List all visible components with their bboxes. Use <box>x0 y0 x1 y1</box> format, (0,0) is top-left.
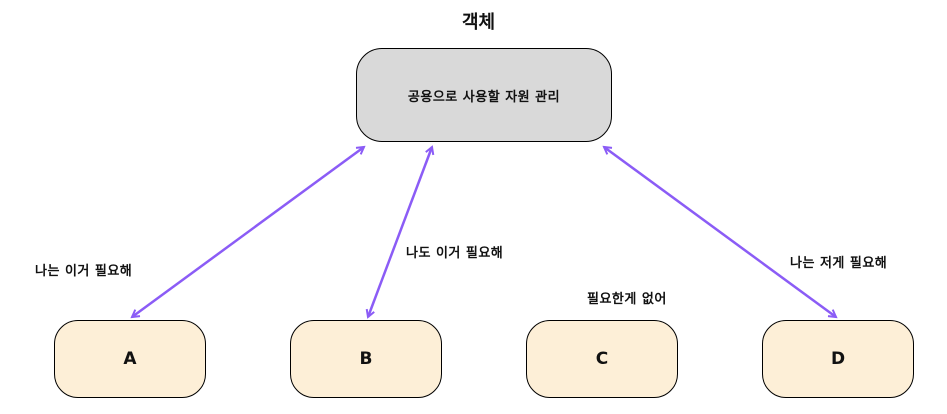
node-b-label: B <box>359 349 373 369</box>
arrow-b-to-resource <box>368 147 432 317</box>
node-d-label: D <box>830 349 846 369</box>
comment-c: 필요한게 없어 <box>587 292 667 307</box>
arrow-a-to-resource <box>132 147 364 317</box>
node-a-box: A <box>54 320 206 398</box>
comment-b: 나도 이거 필요해 <box>406 246 504 261</box>
node-c-label: C <box>595 349 609 369</box>
shared-resource-label: 공용으로 사용할 자원 관리 <box>407 89 561 105</box>
node-d-box: D <box>762 320 914 398</box>
node-c-box: C <box>526 320 678 398</box>
node-a-label: A <box>123 349 137 369</box>
object-title: 객체 <box>462 12 496 33</box>
comment-d: 나는 저게 필요해 <box>790 256 888 271</box>
arrow-d-to-resource <box>604 147 836 317</box>
shared-resource-box: 공용으로 사용할 자원 관리 <box>356 48 612 142</box>
comment-a: 나는 이거 필요해 <box>35 264 133 279</box>
node-b-box: B <box>290 320 442 398</box>
